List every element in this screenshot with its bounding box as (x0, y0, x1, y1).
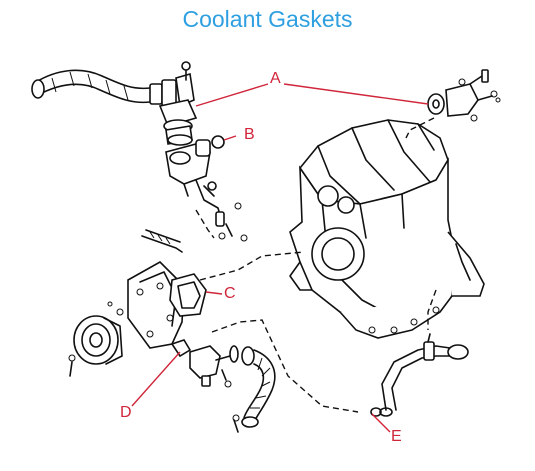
callout-e: E (391, 428, 402, 445)
callout-a: A (270, 70, 281, 87)
rear-water-outlet (427, 69, 501, 122)
engine-block (289, 119, 485, 339)
callout-b: B (244, 126, 255, 143)
callout-d: D (120, 404, 132, 421)
thermostat-housing (158, 99, 198, 146)
water-outlet-assembly (165, 135, 248, 242)
routing-dashes (195, 117, 437, 413)
bypass-pipe (370, 333, 469, 417)
diagram-title: Coolant Gaskets (182, 6, 353, 32)
pump-pulley (68, 301, 124, 377)
water-pump (127, 229, 185, 349)
water-inlet-pipe (170, 339, 239, 388)
callout-leaders (131, 83, 429, 433)
upper-radiator-hose (31, 61, 195, 108)
callout-c: C (224, 285, 236, 302)
water-pump-gasket-c (169, 273, 207, 317)
lower-radiator-hose (232, 346, 276, 433)
